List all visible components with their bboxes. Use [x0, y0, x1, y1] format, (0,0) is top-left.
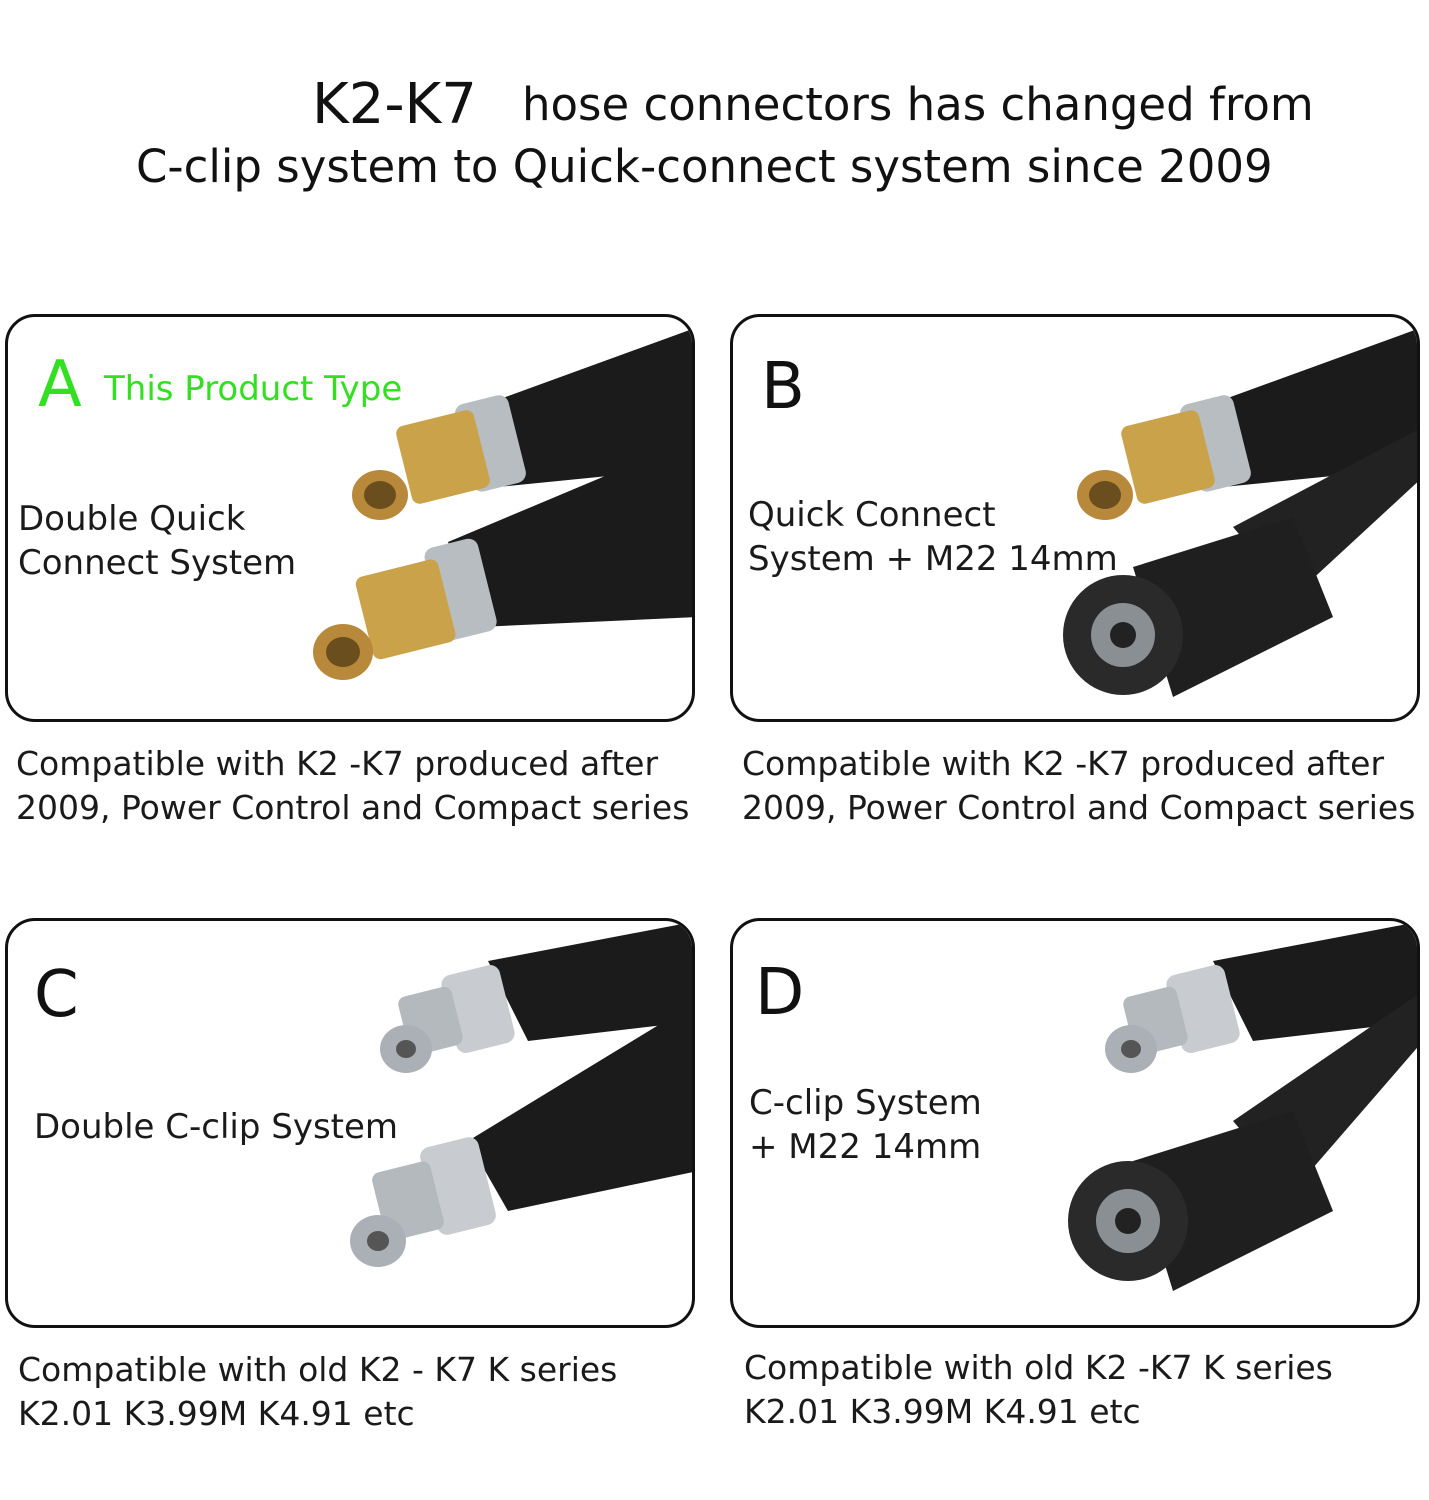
headline-text: hose connectors has changed from [522, 78, 1314, 131]
system-name-line-2: System + M22 14mm [748, 539, 1118, 579]
caption-a-line-2: 2009, Power Control and Compact series [16, 788, 690, 827]
panel-a: A This Product Type Double Quick Connect… [5, 314, 695, 722]
panel-letter: B [761, 350, 805, 424]
caption-a-line-1: Compatible with K2 -K7 produced after [16, 744, 659, 783]
panel-c: C Double C-clip System [5, 918, 695, 1328]
caption-c-line-1: Compatible with old K2 - K7 K series [18, 1350, 618, 1389]
system-name-line-1: Double Quick [18, 499, 246, 539]
panel-d: D C-clip System + M22 14mm [730, 918, 1420, 1328]
panel-b: B Quick Connect System + M22 14mm [730, 314, 1420, 722]
quick-connect-m22-hose-icon [1063, 329, 1417, 697]
double-quick-connect-hose-icon [313, 329, 692, 680]
model-range: K2-K7 [312, 72, 477, 137]
system-name-line-2: Connect System [18, 543, 297, 583]
caption-c-line-2: K2.01 K3.99M K4.91 etc [18, 1394, 415, 1433]
product-type-tag: This Product Type [104, 369, 403, 409]
system-name-line-1: Double C-clip System [34, 1107, 399, 1147]
caption-b-line-2: 2009, Power Control and Compact series [742, 788, 1416, 827]
panel-letter: D [755, 956, 805, 1030]
panel-letter: A [38, 348, 82, 422]
headline-line-2: C-clip system to Quick-connect system si… [136, 140, 1273, 193]
system-name-line-2: + M22 14mm [749, 1127, 982, 1167]
system-name-line-1: Quick Connect [748, 495, 996, 535]
caption-d-line-1: Compatible with old K2 -K7 K series [744, 1348, 1333, 1387]
c-clip-m22-hose-icon [1068, 922, 1417, 1291]
panel-letter: C [34, 958, 79, 1032]
caption-b-line-1: Compatible with K2 -K7 produced after [742, 744, 1385, 783]
double-c-clip-hose-icon [350, 922, 692, 1267]
caption-d-line-2: K2.01 K3.99M K4.91 etc [744, 1392, 1141, 1431]
system-name-line-1: C-clip System [749, 1083, 982, 1123]
